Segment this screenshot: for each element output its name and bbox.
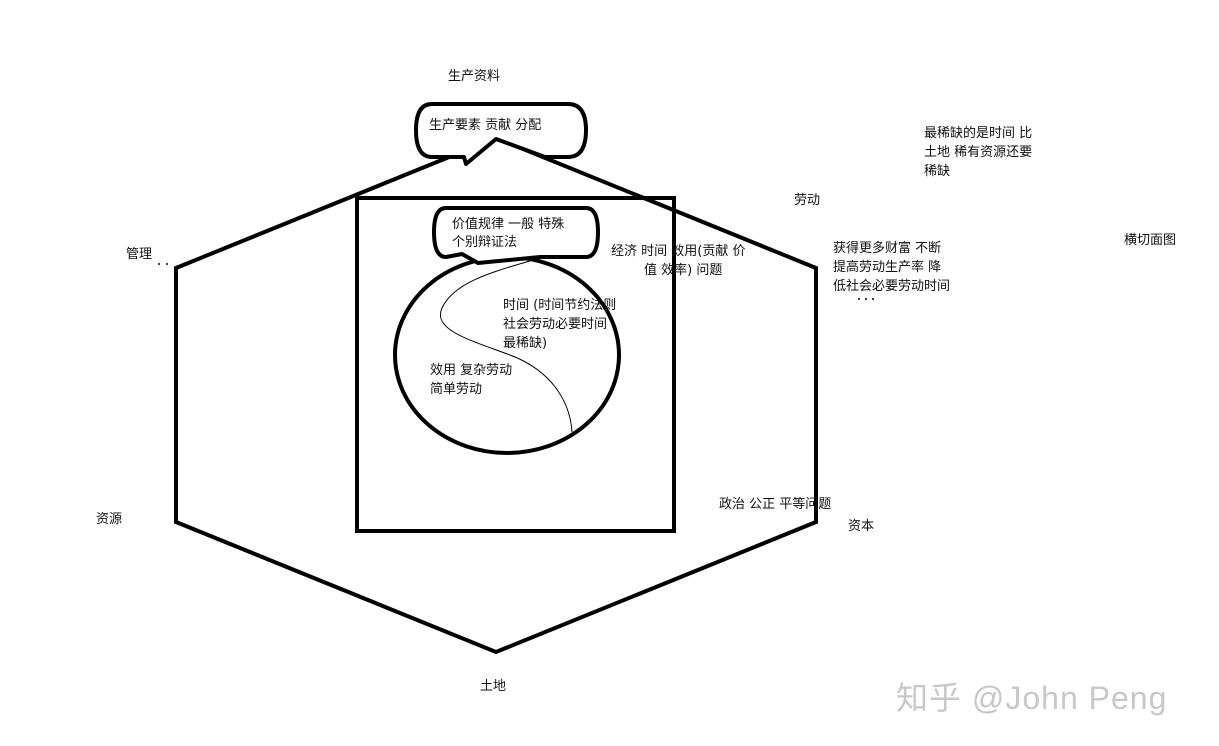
label-economics-line1: 经济 时间 效用(贡献 价 bbox=[611, 244, 746, 259]
label-management: 管理 bbox=[126, 247, 153, 262]
label-scarcity-line3: 稀缺 bbox=[924, 164, 951, 179]
label-utility-line1: 效用 复杂劳动 bbox=[430, 363, 513, 378]
dividing-curve bbox=[439, 257, 573, 433]
label-labor: 劳动 bbox=[794, 193, 821, 208]
wealth-dot bbox=[872, 298, 874, 300]
label-value-law: 价值规律 一般 特殊 bbox=[452, 217, 565, 232]
label-cross-section: 横切面图 bbox=[1124, 233, 1177, 248]
label-wealth-line3: 低社会必要劳动时间 bbox=[833, 279, 951, 294]
label-wealth-line2: 提高劳动生产率 降 bbox=[833, 260, 942, 275]
label-individual-dialectic: 个别辩证法 bbox=[452, 235, 518, 250]
label-scarcity-line1: 最稀缺的是时间 比 bbox=[924, 126, 1033, 141]
management-dot bbox=[158, 263, 160, 265]
label-wealth-line1: 获得更多财富 不断 bbox=[833, 241, 942, 256]
label-utility-line2: 简单劳动 bbox=[430, 382, 483, 397]
label-time-line1: 时间 (时间节约法则 bbox=[503, 298, 617, 313]
label-land: 土地 bbox=[480, 679, 507, 694]
label-scarcity-line2: 土地 稀有资源还要 bbox=[924, 145, 1033, 160]
label-factors-contribution-distribution: 生产要素 贡献 分配 bbox=[429, 118, 542, 133]
label-politics: 政治 公正 平等问题 bbox=[719, 497, 832, 512]
label-time-line3: 最稀缺) bbox=[503, 336, 548, 351]
zhihu-watermark: 知乎 @John Peng bbox=[896, 680, 1168, 716]
label-time-line2: 社会劳动必要时间 bbox=[503, 317, 608, 332]
inner-circle bbox=[393, 255, 621, 455]
value-law-callout-bubble bbox=[432, 206, 600, 265]
label-means-of-production: 生产资料 bbox=[448, 69, 501, 84]
label-economics-line2: 值 效率) 问题 bbox=[644, 263, 723, 278]
management-dot bbox=[166, 263, 168, 265]
factors-callout-bubble bbox=[414, 102, 588, 166]
label-capital: 资本 bbox=[848, 519, 875, 534]
wealth-dot bbox=[865, 298, 867, 300]
wealth-dot bbox=[858, 298, 860, 300]
label-resources: 资源 bbox=[96, 512, 123, 527]
outer-hexagon bbox=[174, 135, 818, 655]
inner-square bbox=[355, 196, 676, 533]
